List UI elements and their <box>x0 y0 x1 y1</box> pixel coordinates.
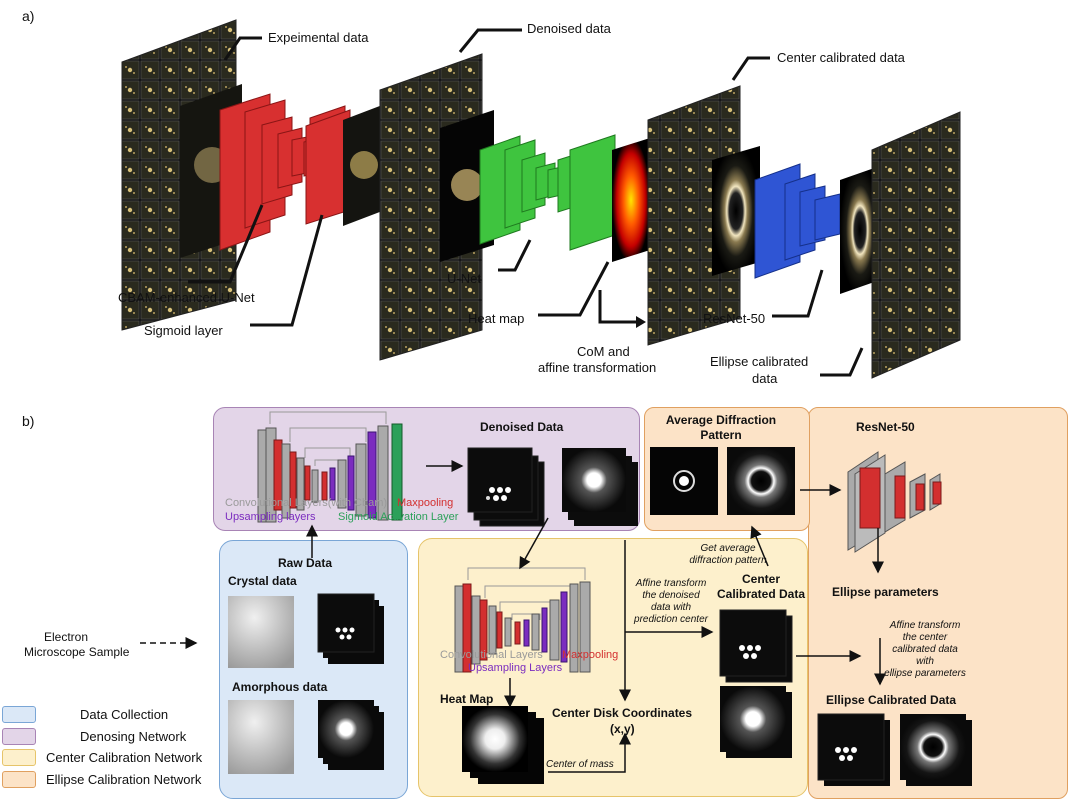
legend-swatch <box>2 727 36 745</box>
ellipse-calibrated-label-line2: data <box>752 371 778 386</box>
center-calibrated-amorphous <box>720 686 792 758</box>
resnet50-layers-b <box>847 451 942 553</box>
heat-map-images <box>462 706 544 784</box>
sigmoid-layer-label: Sigmoid layer <box>144 323 223 338</box>
denoising-conv-legend: Convolutional Layers(with Cbam) <box>225 497 388 509</box>
electron-label-line2: Microscope Sample <box>24 645 130 659</box>
denoising-maxpool-legend: Maxpooling <box>397 497 454 509</box>
ellipse-calibrated-label-line1: Ellipse calibrated <box>710 354 809 369</box>
panel-b-arrows <box>140 460 886 773</box>
resnet50-title: ResNet-50 <box>856 420 915 434</box>
com-label-line1: CoM and <box>577 344 630 359</box>
cbam-unet-label: CBAM-enhanced U-Net <box>118 290 255 305</box>
ellipse-calibrated-title: Ellipse Calibrated Data <box>826 693 957 707</box>
center-unet-layers <box>454 567 591 673</box>
com-label-line2: affine transformation <box>538 360 657 375</box>
electron-label-line1: Electron <box>44 630 89 644</box>
denoised-amorphous-images <box>562 448 638 526</box>
ellipse-output-image <box>840 166 880 294</box>
panel-a-pipeline <box>121 19 961 379</box>
legend-item: Data Collection <box>2 704 202 726</box>
resnet-block <box>754 163 841 279</box>
denoising-upsampling-legend: Upsampling layers <box>225 511 316 523</box>
panel-a-tag: a) <box>22 8 35 24</box>
legend-item: Center Calibration Network <box>2 747 202 769</box>
center-calibrated-label: Center calibrated data <box>777 50 905 65</box>
unet-block <box>479 134 616 251</box>
panel-a-callouts <box>188 28 864 377</box>
raw-crystal-diffraction <box>317 593 384 664</box>
center-maxpool-legend: Maxpooling <box>562 649 619 661</box>
experimental-data-label: Expeimental data <box>268 30 369 45</box>
heat-map-title: Heat Map <box>440 692 494 706</box>
average-pattern-amorphous <box>727 447 795 515</box>
legend: Data Collection Denosing Network Center … <box>2 704 202 790</box>
com-arrow-head <box>636 316 646 328</box>
legend-label: Center Calibration Network <box>46 750 203 766</box>
ellipse-calibrated-amorphous <box>900 714 972 786</box>
ellipse-parameters-label: Ellipse parameters <box>832 585 939 599</box>
panel-b-tag: b) <box>22 413 35 429</box>
raw-crystal-image <box>228 596 294 668</box>
unet-label: U-Net <box>447 271 481 286</box>
resnet-label: ResNet-50 <box>703 311 766 326</box>
denoised-crystal-images <box>467 447 545 527</box>
center-conv-legend: Convolutional Layers <box>440 649 543 661</box>
panel-b-diagram <box>140 411 972 786</box>
denoised-data-title: Denoised Data <box>480 420 564 434</box>
sigmoid-output-spot <box>350 151 378 179</box>
crystal-data-label: Crystal data <box>228 574 297 588</box>
raw-data-title: Raw Data <box>278 556 333 570</box>
center-disk-xy: (x,y) <box>610 722 635 736</box>
legend-label: Data Collection <box>80 707 169 723</box>
heat-map-label: Heat map <box>468 311 525 326</box>
legend-item: Ellipse Calibration Network <box>2 769 202 791</box>
heat-map-image <box>612 138 650 262</box>
ellipse-calibrated-stack <box>871 111 961 379</box>
legend-swatch <box>2 749 36 767</box>
legend-swatch <box>2 706 36 724</box>
legend-item: Denosing Network <box>2 726 202 748</box>
legend-label: Ellipse Calibration Network <box>46 771 202 787</box>
center-of-mass-label: Center of mass <box>546 759 614 770</box>
denoising-sigmoid-legend: Sigmoid Activation Layer <box>338 511 459 523</box>
denoising-unet-layers <box>257 411 403 523</box>
cbam-unet-block <box>219 93 351 251</box>
center-calibrated-stack <box>647 85 741 346</box>
raw-amorphous-diffraction <box>318 700 384 770</box>
raw-amorphous-image <box>228 700 294 774</box>
legend-label: Denosing Network <box>80 728 187 744</box>
amorphous-data-label: Amorphous data <box>232 680 328 694</box>
center-calibrated-single <box>712 146 760 276</box>
legend-swatch <box>2 770 36 788</box>
center-upsampling-legend: Upsampling Layers <box>468 662 563 674</box>
ellipse-calibrated-crystal <box>817 713 890 786</box>
denoised-data-label: Denoised data <box>527 21 611 36</box>
center-disk-coordinates: Center Disk Coordinates <box>552 706 693 720</box>
denoised-spot <box>451 169 483 201</box>
center-calibrated-crystal <box>719 609 793 683</box>
